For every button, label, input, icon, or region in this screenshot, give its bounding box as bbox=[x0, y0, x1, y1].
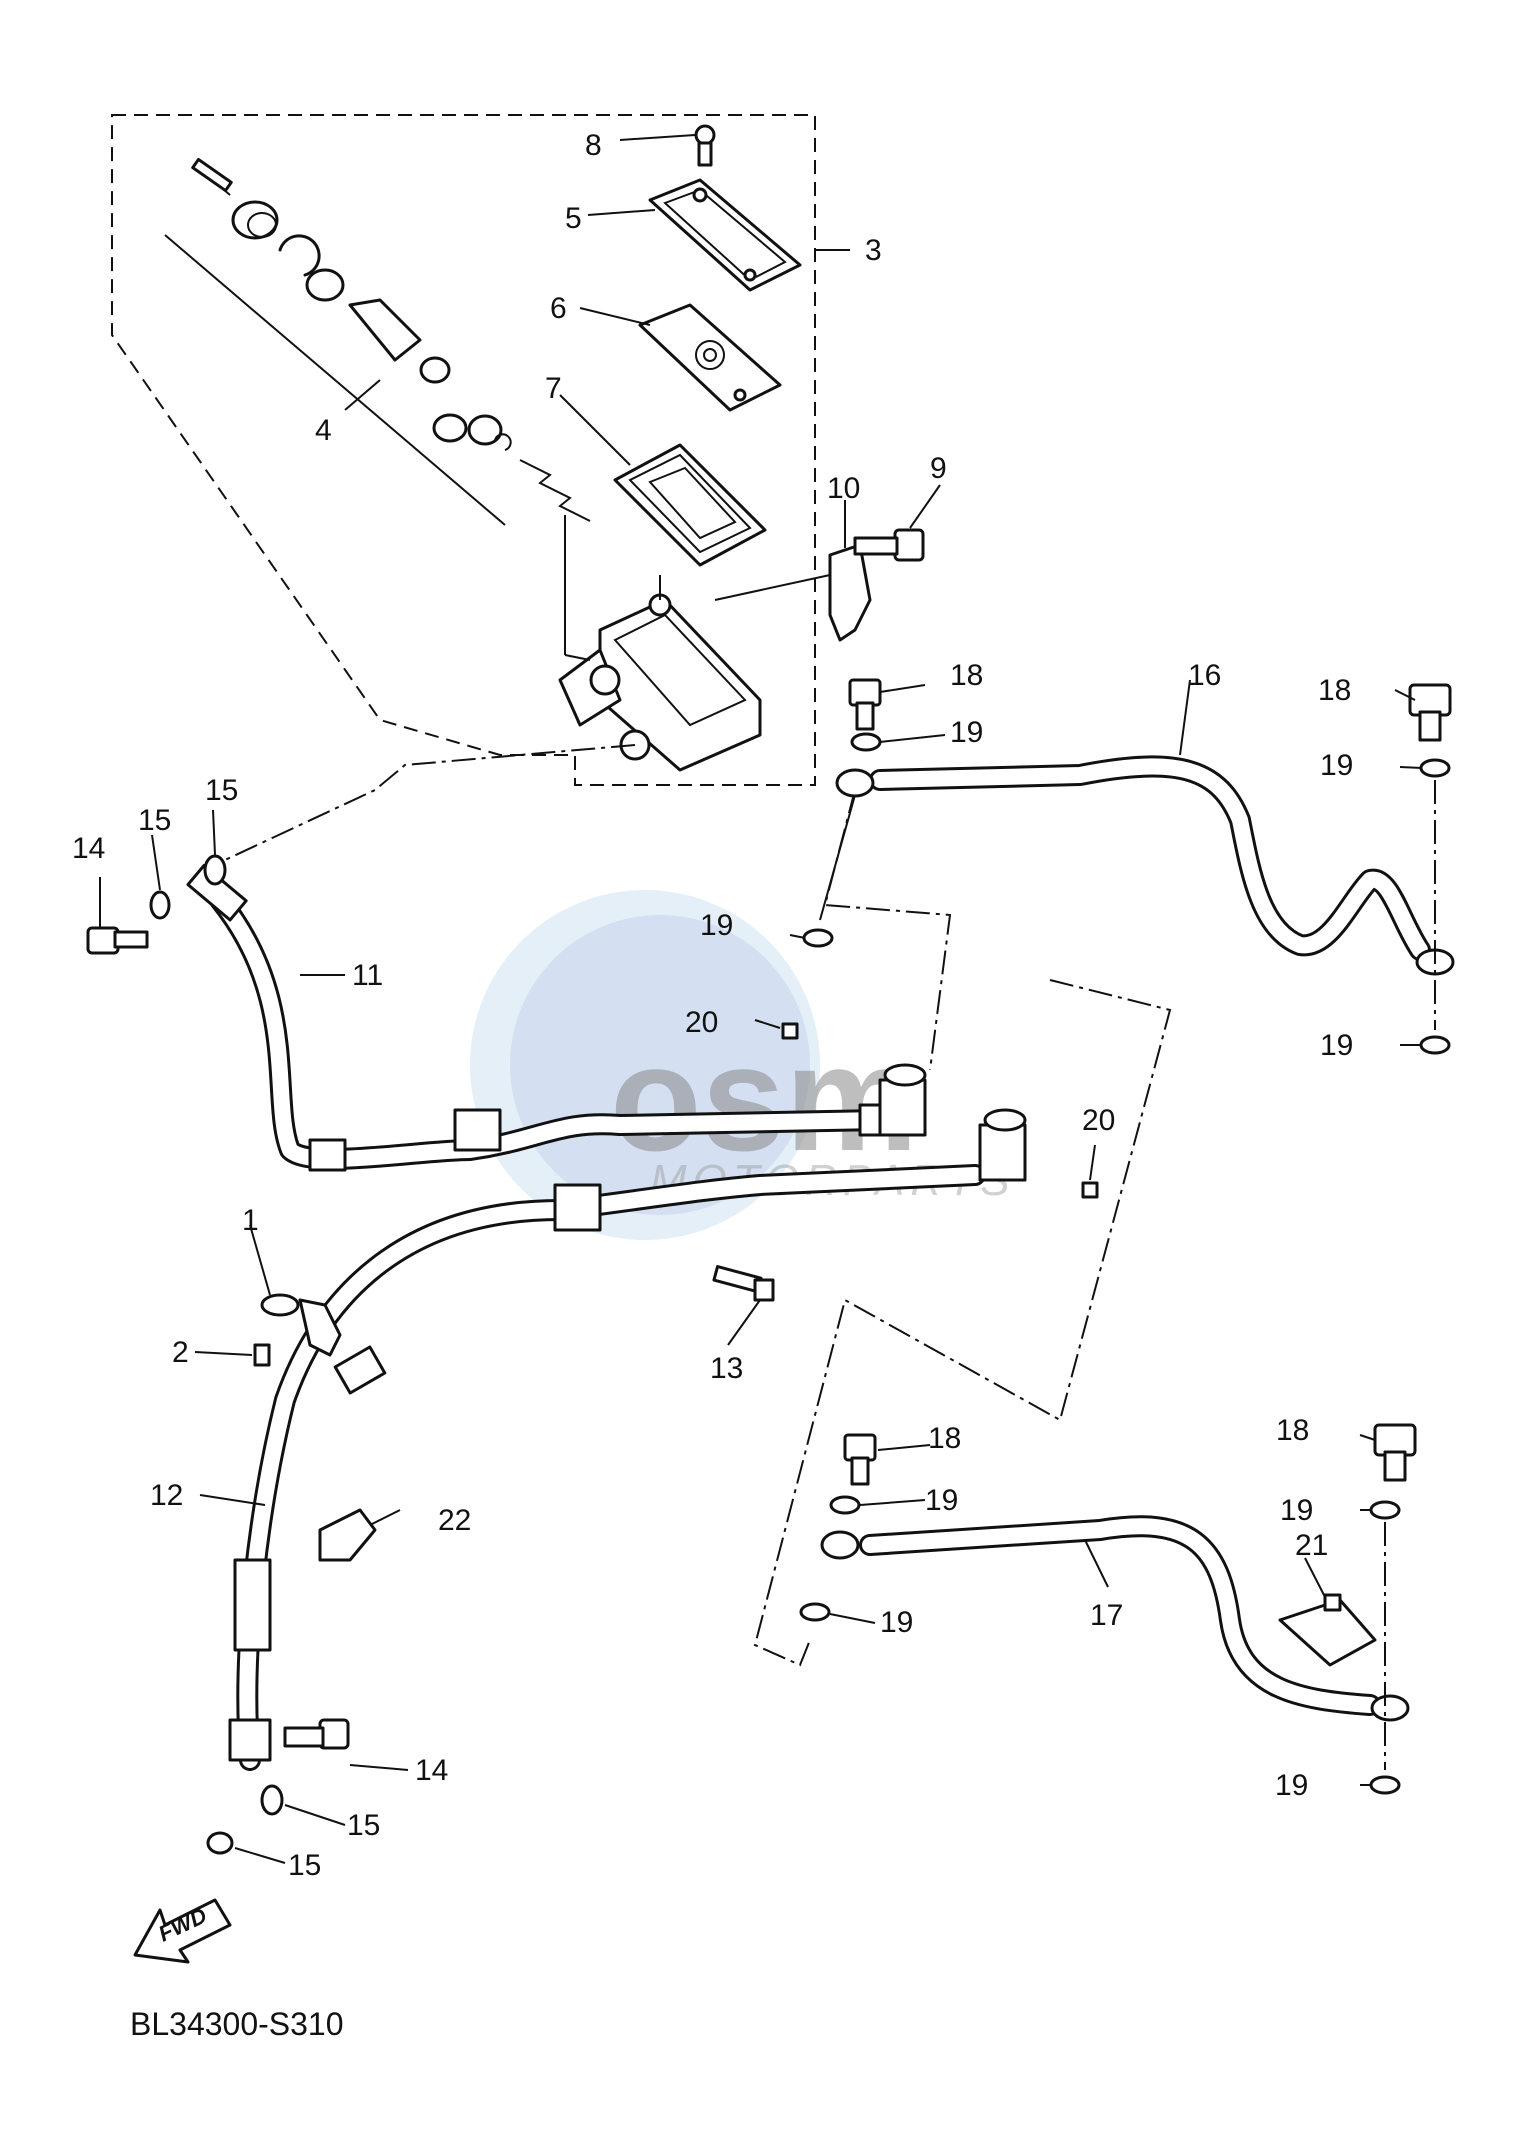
callout-19g: 19 bbox=[880, 1606, 913, 1639]
brake-hose-part-17 bbox=[820, 1515, 1410, 1722]
callout-9: 9 bbox=[930, 452, 947, 485]
clamp-part-21 bbox=[1323, 1593, 1342, 1612]
callout-6: 6 bbox=[550, 292, 567, 325]
brake-hose-part-16 bbox=[819, 755, 1455, 976]
callout-14a: 14 bbox=[72, 832, 105, 865]
callout-14b: 14 bbox=[415, 1754, 448, 1787]
callout-5: 5 bbox=[565, 202, 582, 235]
screw-part-20a bbox=[781, 1022, 799, 1040]
banjo-bolt-part-14b bbox=[283, 1718, 350, 1750]
callout-15c: 15 bbox=[347, 1809, 380, 1842]
callout-3: 3 bbox=[865, 234, 882, 267]
callout-18a: 18 bbox=[950, 659, 983, 692]
callout-18b: 18 bbox=[1318, 674, 1351, 707]
watermark-logo: osm bbox=[610, 1014, 918, 1182]
leader-lines bbox=[99, 679, 1423, 1864]
bolt-part-9 bbox=[853, 484, 941, 562]
fwd-arrow-icon: FWD bbox=[133, 1898, 232, 1964]
callout-19h: 19 bbox=[1275, 1769, 1308, 1802]
banjo-bolt-part-18d bbox=[1373, 1423, 1417, 1482]
callout-19f: 19 bbox=[1280, 1494, 1313, 1527]
master-cylinder-body bbox=[558, 575, 762, 772]
callout-19c: 19 bbox=[700, 909, 733, 942]
banjo-bolt-part-18b bbox=[1408, 683, 1452, 742]
washers-part-15a bbox=[149, 854, 227, 920]
piston-kit-part-4 bbox=[164, 157, 591, 661]
callouts: 8 5 3 6 7 4 10 9 18 16 18 19 19 15 15 14… bbox=[72, 129, 1353, 1882]
callout-22: 22 bbox=[438, 1504, 471, 1537]
callout-13: 13 bbox=[710, 1352, 743, 1385]
screw-part-20b bbox=[1081, 1181, 1099, 1199]
assembly-boundary bbox=[111, 114, 816, 786]
washers-part-15b bbox=[206, 1784, 284, 1855]
watermark: osm MOTORPARTS bbox=[470, 890, 1010, 1240]
banjo-bolt-part-14a bbox=[86, 926, 149, 955]
diaphragm-part-7 bbox=[559, 394, 767, 567]
callout-8: 8 bbox=[585, 129, 602, 162]
callout-1: 1 bbox=[242, 1204, 259, 1237]
junction-block-right bbox=[978, 1108, 1027, 1182]
callout-20b: 20 bbox=[1082, 1104, 1115, 1137]
callout-15d: 15 bbox=[288, 1849, 321, 1882]
callout-10: 10 bbox=[827, 472, 860, 505]
screw-part-8 bbox=[619, 124, 716, 167]
callout-18d: 18 bbox=[1276, 1414, 1309, 1447]
callout-12: 12 bbox=[150, 1479, 183, 1512]
bolt-part-13 bbox=[712, 1265, 775, 1302]
callout-20a: 20 bbox=[685, 1006, 718, 1039]
banjo-bolt-part-18c bbox=[843, 1433, 877, 1486]
diaphragm-plate-part-6 bbox=[579, 303, 782, 412]
callout-19e: 19 bbox=[925, 1484, 958, 1517]
callout-19d: 19 bbox=[1320, 1029, 1353, 1062]
callout-19b: 19 bbox=[1320, 749, 1353, 782]
callout-18c: 18 bbox=[928, 1422, 961, 1455]
callout-19a: 19 bbox=[950, 716, 983, 749]
reservoir-cap-part-5 bbox=[587, 178, 802, 292]
callout-2: 2 bbox=[172, 1336, 189, 1369]
callout-16: 16 bbox=[1188, 659, 1221, 692]
clamp-part-22 bbox=[318, 1508, 377, 1562]
callout-15a: 15 bbox=[205, 774, 238, 807]
callout-7: 7 bbox=[545, 372, 562, 405]
screw-part-2 bbox=[253, 1343, 271, 1367]
banjo-bolt-part-18a bbox=[848, 678, 882, 731]
callout-21: 21 bbox=[1295, 1529, 1328, 1562]
callout-15b: 15 bbox=[138, 804, 171, 837]
callout-4: 4 bbox=[315, 414, 332, 447]
callout-17: 17 bbox=[1090, 1599, 1123, 1632]
clamp-part-1 bbox=[260, 1293, 342, 1357]
junction-block-left bbox=[878, 1063, 927, 1137]
callout-11: 11 bbox=[352, 959, 383, 992]
diagram-code: BL34300-S310 bbox=[130, 2006, 344, 2042]
brake-hose-part-12 bbox=[199, 1164, 986, 1771]
